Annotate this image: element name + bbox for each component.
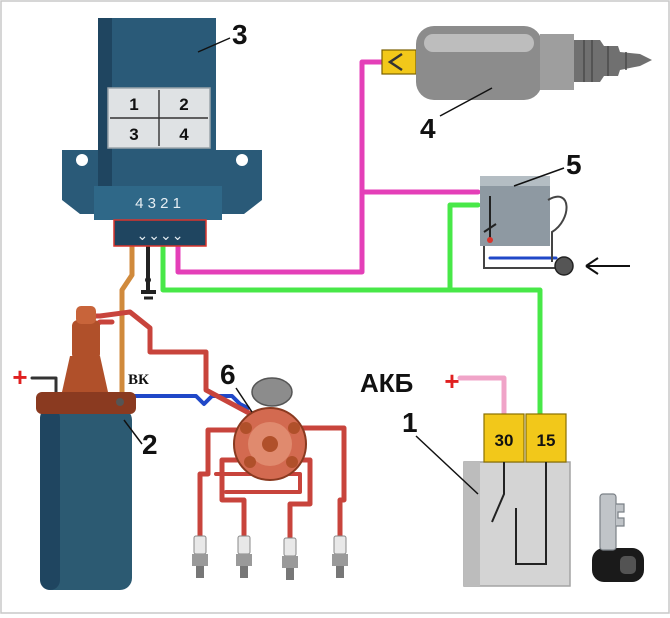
- coil-tower: [72, 320, 100, 360]
- battery-label: АКБ: [360, 368, 413, 398]
- leader-solenoid-valve: [439, 87, 493, 117]
- control-unit-base: [94, 186, 222, 220]
- microswitch-bracket: [483, 246, 560, 269]
- callout-microswitch: 5: [566, 149, 582, 180]
- distributor-tower-2: [288, 422, 300, 434]
- coil-collar: [36, 392, 136, 414]
- coil-body: [40, 408, 132, 590]
- coil-tower-top: [76, 306, 96, 324]
- key-icon: [592, 493, 644, 582]
- coil-cap: [62, 356, 108, 392]
- distributor-center-tower: [262, 436, 278, 452]
- switch-body: [463, 461, 571, 587]
- coil-body-shade: [40, 408, 60, 590]
- spark-plug: [192, 535, 208, 578]
- wire-plug-2: [219, 457, 253, 541]
- coil-plus-sign: +: [12, 362, 27, 392]
- leader-ignition-switch: [415, 435, 479, 495]
- arrow-left-icon: [585, 257, 630, 275]
- spark-plug: [332, 535, 348, 578]
- solenoid-connector-arrow: [387, 52, 403, 72]
- ignition-switch: 30 15: [463, 413, 571, 587]
- ignition-coil: [36, 306, 136, 590]
- callout-ignition-switch: 1: [402, 407, 418, 438]
- callout-distributor: 6: [220, 359, 236, 390]
- wire-coil-plus: [30, 376, 58, 394]
- spark-plugs: [192, 535, 348, 580]
- pin-grid-1: 1: [129, 95, 138, 114]
- microswitch-roller: [554, 256, 574, 276]
- pin-grid-3: 3: [129, 125, 138, 144]
- terminal-30-block: [483, 413, 525, 463]
- distributor-tower-1: [240, 422, 252, 434]
- solenoid-highlight: [424, 34, 534, 52]
- microswitch-contact-dot: [487, 237, 493, 243]
- distributor: [233, 377, 307, 481]
- terminal-30-label: 30: [495, 431, 514, 450]
- wire-green-terminal15: [160, 240, 543, 417]
- mount-hole-right: [236, 154, 248, 166]
- solenoid-valve: [381, 26, 652, 100]
- connector-plug: [113, 219, 207, 247]
- pin-grid-2: 2: [179, 95, 188, 114]
- control-unit: 1 2 3 4 4 3 2 1 ⌄⌄⌄⌄: [62, 18, 262, 300]
- wire-plug-4: [297, 425, 347, 541]
- leader-microswitch: [513, 167, 565, 187]
- distributor-tower-3: [244, 456, 256, 468]
- wire-akb: [457, 375, 507, 417]
- coil-terminal: [116, 398, 124, 406]
- callout-ignition-coil: 2: [142, 429, 158, 460]
- pin-strip-label: 4 3 2 1: [135, 195, 181, 212]
- solenoid-collar: [540, 34, 574, 90]
- coil-terminal-vk: ВК: [128, 372, 149, 388]
- battery-plus: +: [444, 366, 459, 396]
- mount-hole-left: [76, 154, 88, 166]
- wire-orange-coil: [119, 240, 135, 403]
- vacuum-unit: [251, 377, 293, 407]
- microswitch-spring: [547, 195, 568, 262]
- pin-grid-4: 4: [179, 125, 189, 144]
- wire-pink-solenoid: [175, 59, 385, 275]
- spark-plug: [236, 535, 252, 578]
- microswitch-body: [480, 176, 550, 246]
- solenoid-thread: [583, 40, 627, 82]
- distributor-tower-4: [286, 456, 298, 468]
- terminal-15-label: 15: [537, 431, 556, 450]
- switch-body-shade: [464, 462, 480, 586]
- pin-grid-dividers: [110, 90, 208, 146]
- terminal-15-block: [525, 413, 567, 463]
- ground-icon: [141, 277, 156, 300]
- connector-plug-pins: ⌄⌄⌄⌄: [137, 228, 184, 244]
- leader-control-unit: [197, 37, 231, 53]
- leader-distributor: [235, 387, 253, 413]
- solenoid-nozzle: [574, 40, 652, 82]
- wire-plug-1: [197, 427, 243, 541]
- microswitch-contacts: [483, 196, 497, 240]
- callout-control-unit: 3: [232, 19, 248, 50]
- callout-solenoid-valve: 4: [420, 113, 436, 144]
- leader-ignition-coil: [123, 419, 143, 445]
- microswitch-face: [480, 176, 550, 186]
- solenoid-connector: [381, 49, 417, 75]
- wire-green-microswitch: [447, 202, 481, 293]
- spark-plug: [282, 537, 298, 580]
- switch-contact: [491, 462, 547, 565]
- microswitch: [480, 176, 574, 276]
